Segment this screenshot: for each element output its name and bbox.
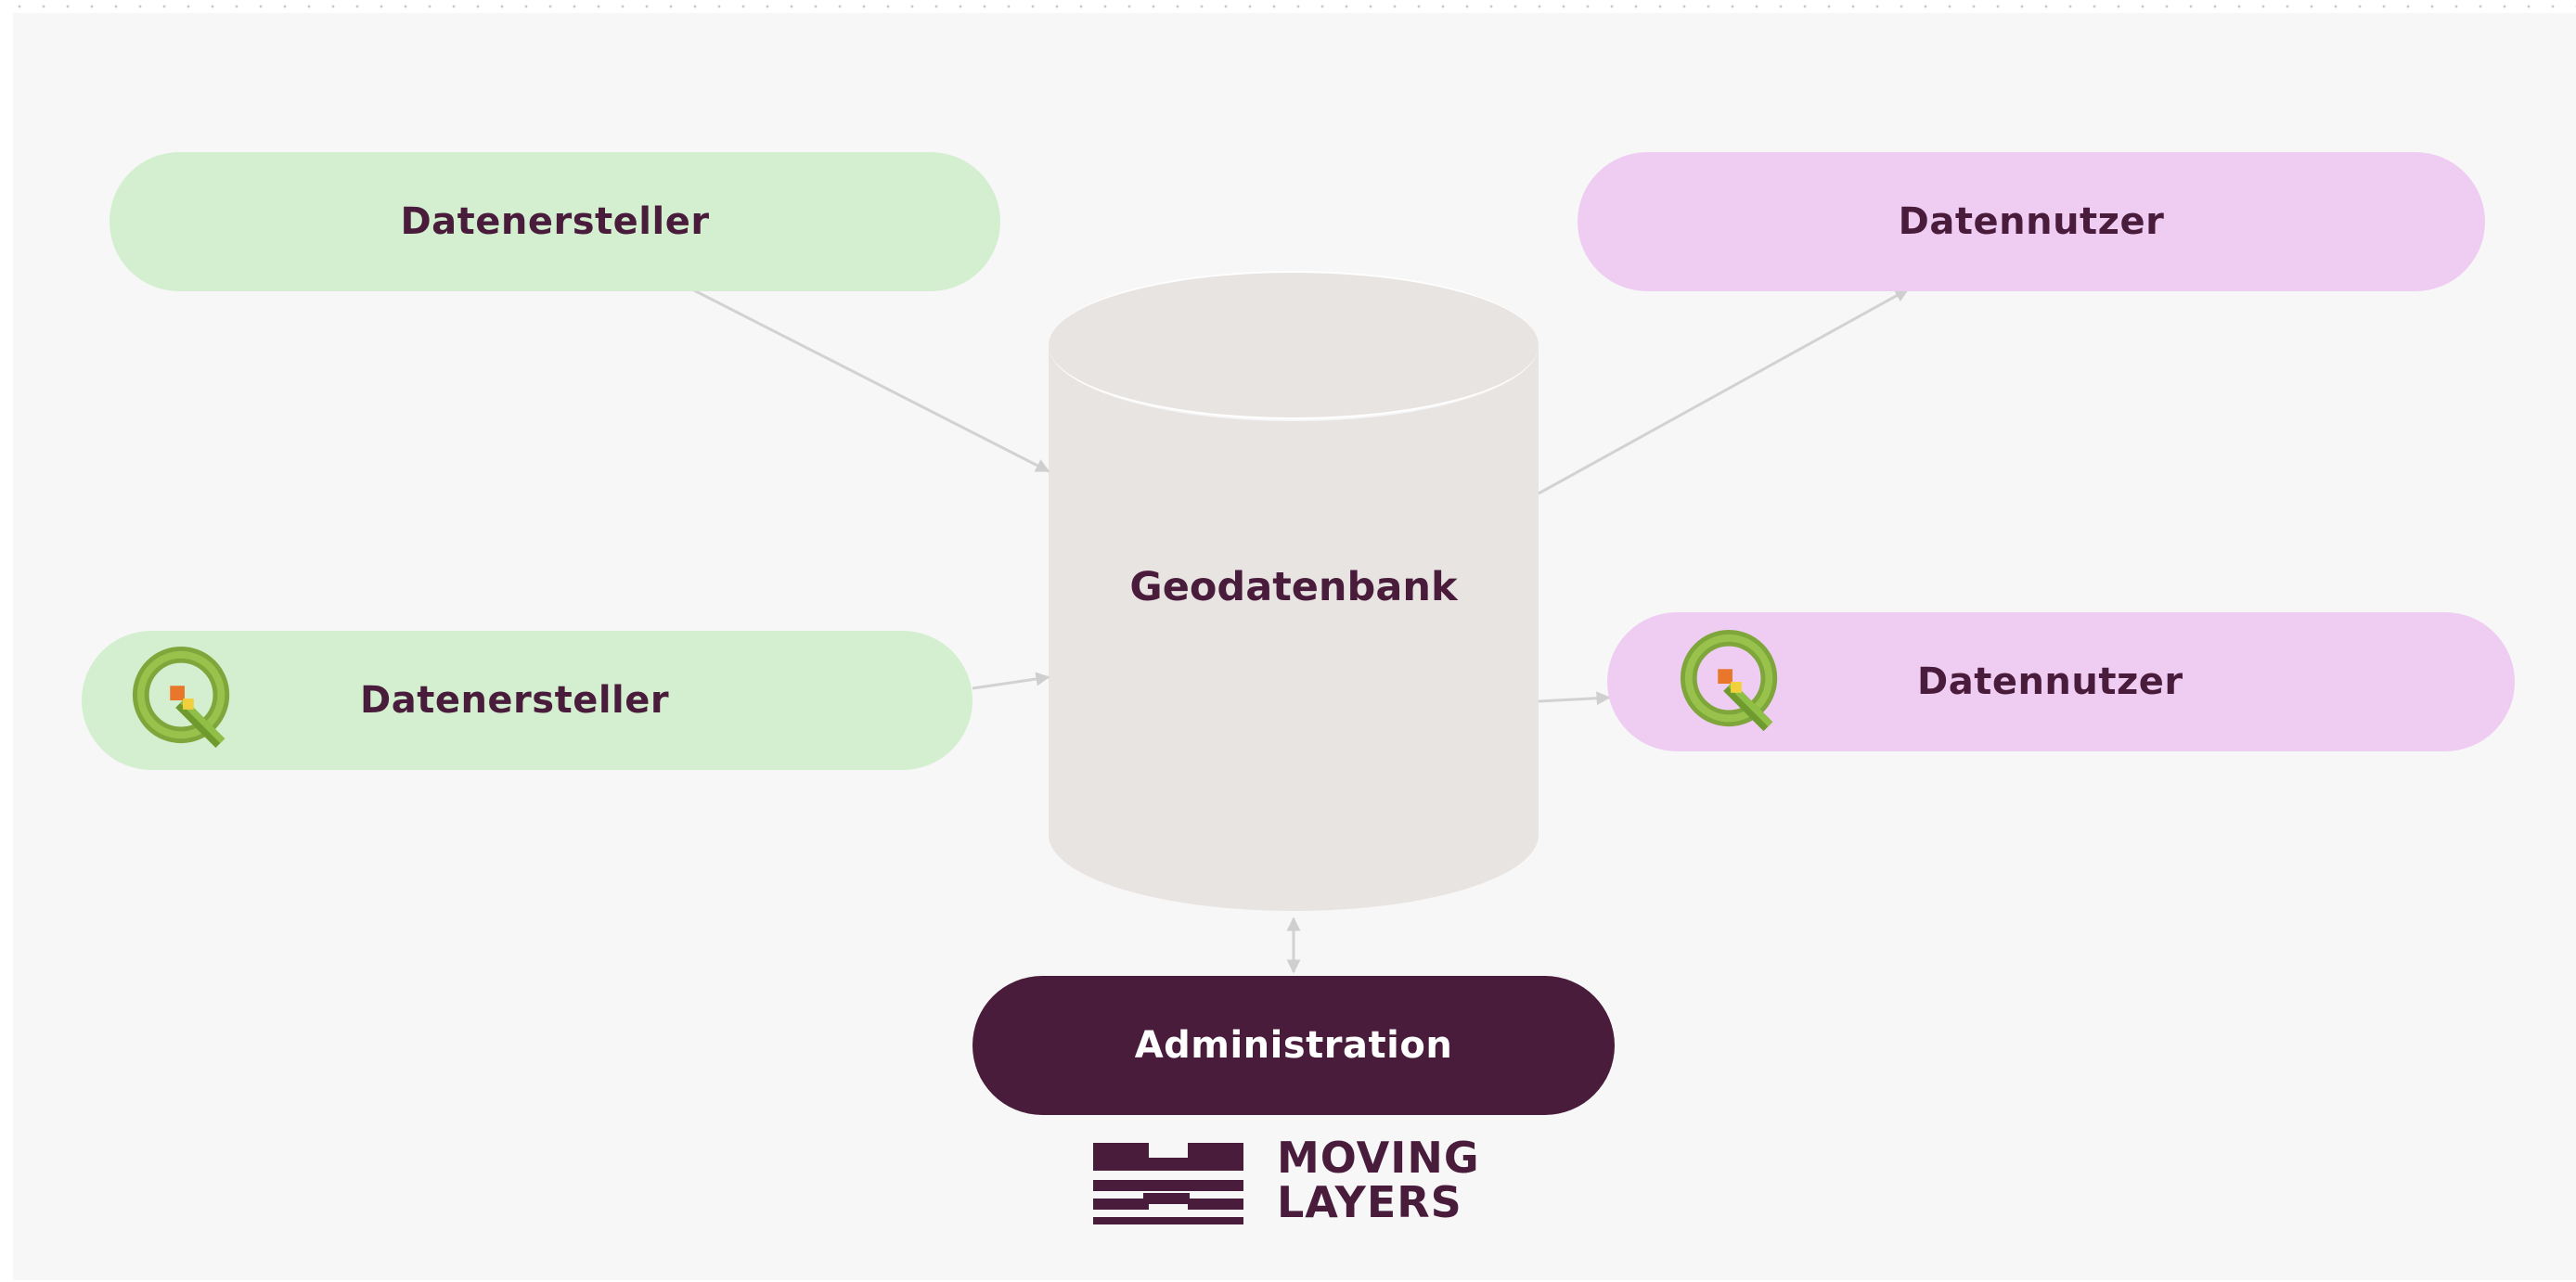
producer-node-qgis[interactable]: Datenersteller xyxy=(82,631,972,770)
edge-db-to-consumer-qgis xyxy=(1538,691,1611,706)
consumer-node-qgis[interactable]: Datennutzer xyxy=(1607,612,2515,751)
admin-node[interactable]: Administration xyxy=(972,976,1615,1115)
edge-producer-qgis-to-db xyxy=(972,672,1050,690)
admin-label: Administration xyxy=(1134,1024,1453,1067)
ruler-dots xyxy=(0,0,2576,13)
edge-db-to-consumer-top xyxy=(1538,288,1910,495)
producer-node-top[interactable]: Datenersteller xyxy=(109,152,1000,291)
edge-producer-top-to-db xyxy=(691,288,1050,473)
producer-label: Datenersteller xyxy=(400,200,710,243)
consumer-label: Datennutzer xyxy=(1917,660,2183,703)
consumer-label: Datennutzer xyxy=(1898,200,2165,243)
database-cylinder xyxy=(1049,271,1539,911)
logo-line-1: MOVING xyxy=(1277,1133,1480,1183)
moving-layers-logo-mark xyxy=(1093,1143,1243,1224)
producer-label: Datenersteller xyxy=(360,679,670,722)
moving-layers-logo-text: MOVING LAYERS xyxy=(1277,1135,1480,1224)
consumer-node-top[interactable]: Datennutzer xyxy=(1578,152,2485,291)
database-label: Geodatenbank xyxy=(1129,564,1458,610)
qgis-logo-icon xyxy=(132,646,230,749)
qgis-logo-icon xyxy=(1680,629,1778,732)
logo-line-2: LAYERS xyxy=(1277,1177,1462,1227)
